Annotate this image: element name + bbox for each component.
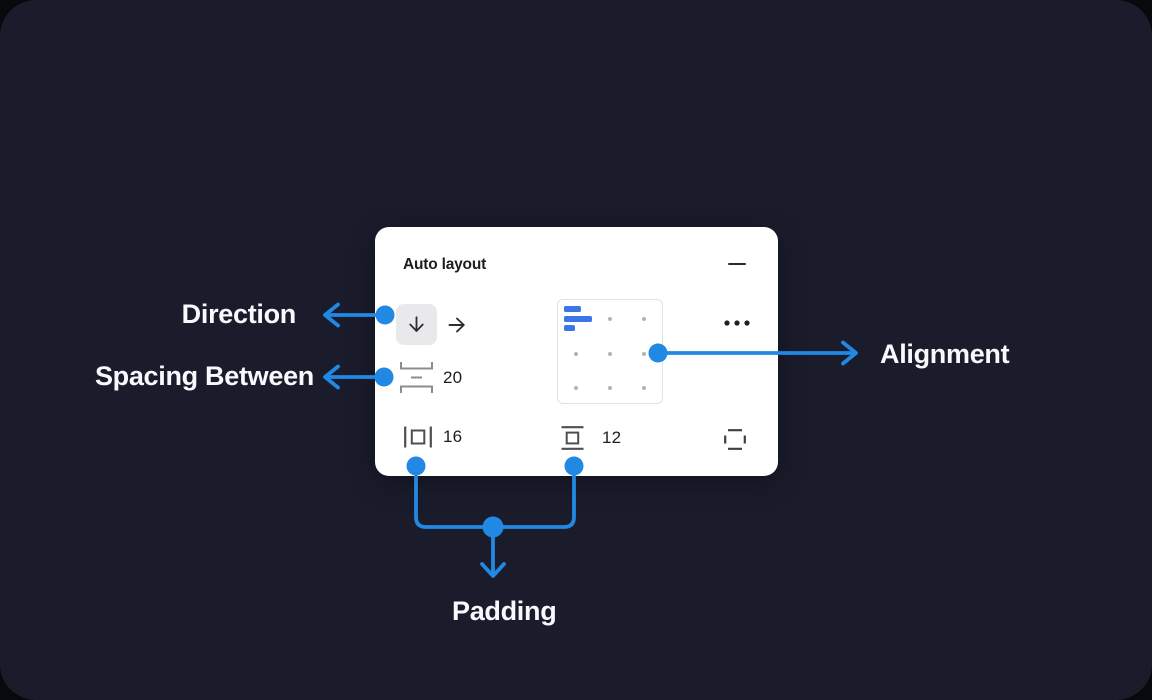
grid-dot [574,352,578,356]
direction-arrowhead [323,302,340,328]
panel-title: Auto layout [403,256,487,273]
padding-junction-dot [482,516,504,538]
spacing-arrowhead [323,364,340,390]
ellipsis-icon [724,320,750,326]
arrow-down-icon [409,316,424,332]
direction-right-button[interactable] [436,304,477,345]
grid-dot [608,352,612,356]
spacing-between-label: Spacing Between [94,361,314,391]
alignment-arrowhead [841,340,858,366]
grid-dot [642,386,646,390]
direction-down-button[interactable] [396,304,437,345]
padding-arrowhead [480,562,506,578]
horizontal-padding-field[interactable]: 16 [404,424,462,450]
grid-dot [608,386,612,390]
minus-icon [728,262,746,266]
grid-dot [642,317,646,321]
more-options-button[interactable] [719,312,755,334]
vertical-padding-icon [561,426,584,450]
grid-dot [642,352,646,356]
alignment-grid[interactable] [557,299,663,404]
individual-padding-button[interactable] [721,425,749,453]
horizontal-padding-value: 16 [443,427,463,446]
spacing-between-value: 20 [443,367,463,387]
individual-padding-icon [724,428,746,450]
direction-label: Direction [181,299,297,329]
minimize-button[interactable] [722,253,752,275]
alignment-label: Alignment [880,339,1010,369]
grid-dot [608,317,612,321]
spacing-between-field[interactable]: 20 [400,362,462,393]
alignment-selected-icon [564,306,592,331]
grid-dot [574,386,578,390]
spacing-between-icon [400,362,433,393]
padding-label: Padding [452,596,557,626]
vertical-padding-value: 12 [602,428,622,447]
vertical-padding-field[interactable]: 12 [561,426,621,450]
horizontal-padding-icon [404,426,432,448]
auto-layout-panel: Auto layout [375,227,778,476]
arrow-right-icon [448,317,465,332]
